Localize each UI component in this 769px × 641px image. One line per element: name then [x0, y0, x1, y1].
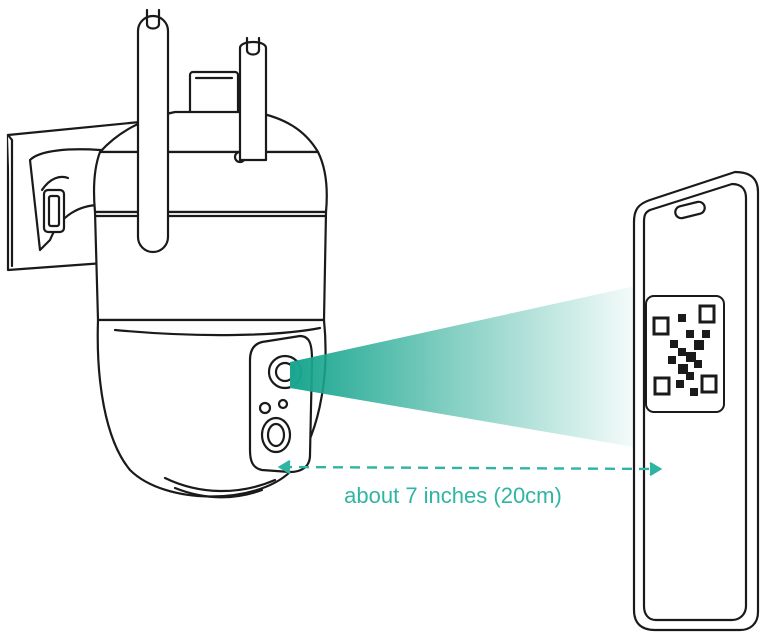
camera-middle-band	[93, 210, 328, 322]
antenna-left	[136, 8, 170, 254]
scan-beam	[290, 285, 640, 448]
antenna-right	[238, 36, 268, 162]
camera-top-dome	[98, 110, 320, 154]
distance-arrow	[277, 459, 663, 477]
phone-notch	[674, 200, 706, 220]
ir-led-icon	[258, 401, 272, 415]
ptz-camera-icon	[6, 8, 328, 499]
distance-label: about 7 inches (20cm)	[344, 483, 562, 508]
camera-upper-housing	[92, 150, 328, 214]
qr-code-icon	[645, 295, 725, 413]
